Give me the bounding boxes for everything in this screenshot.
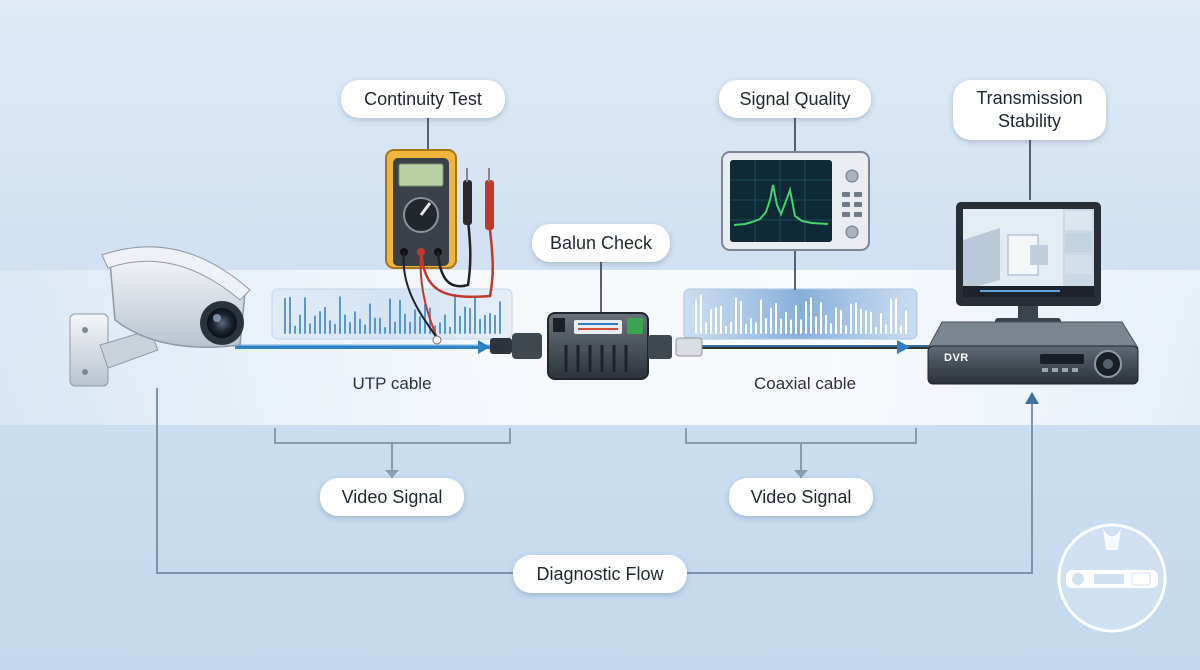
coaxial-cable-label: Coaxial cable [753, 374, 857, 393]
callout-video-signal-right: Video Signal [729, 478, 873, 516]
utp-waveform-panel [271, 288, 513, 340]
balun-icon [490, 312, 703, 380]
diagnostic-flow-line [156, 388, 1039, 574]
callout-signal-quality: Signal Quality [719, 80, 871, 118]
utp-cable [235, 340, 530, 354]
camera-icon [69, 246, 251, 387]
callout-continuity-test: Continuity Test [341, 80, 505, 118]
callout-video-signal-left: Video Signal [320, 478, 464, 516]
coax-waveform-panel [683, 288, 918, 340]
coax-arrow-icon [897, 340, 910, 354]
callout-diagnostic-flow: Diagnostic Flow [513, 555, 687, 593]
multimeter-icon [385, 149, 494, 345]
watermark-logo-icon [1057, 523, 1167, 633]
oscilloscope-icon [721, 151, 870, 251]
flow-arrow-icon [1025, 392, 1039, 404]
coaxial-cable [700, 340, 930, 354]
dvr-icon [927, 321, 1139, 385]
brackets [274, 428, 917, 478]
callout-leaders [427, 118, 1031, 313]
callout-balun-check: Balun Check [532, 224, 670, 262]
dvr-label: DVR [944, 352, 969, 364]
monitor-icon [956, 202, 1101, 325]
utp-arrow-icon [478, 340, 490, 354]
utp-cable-label: UTP cable [352, 374, 432, 393]
callout-transmission-stability: Transmission Stability [953, 80, 1106, 140]
